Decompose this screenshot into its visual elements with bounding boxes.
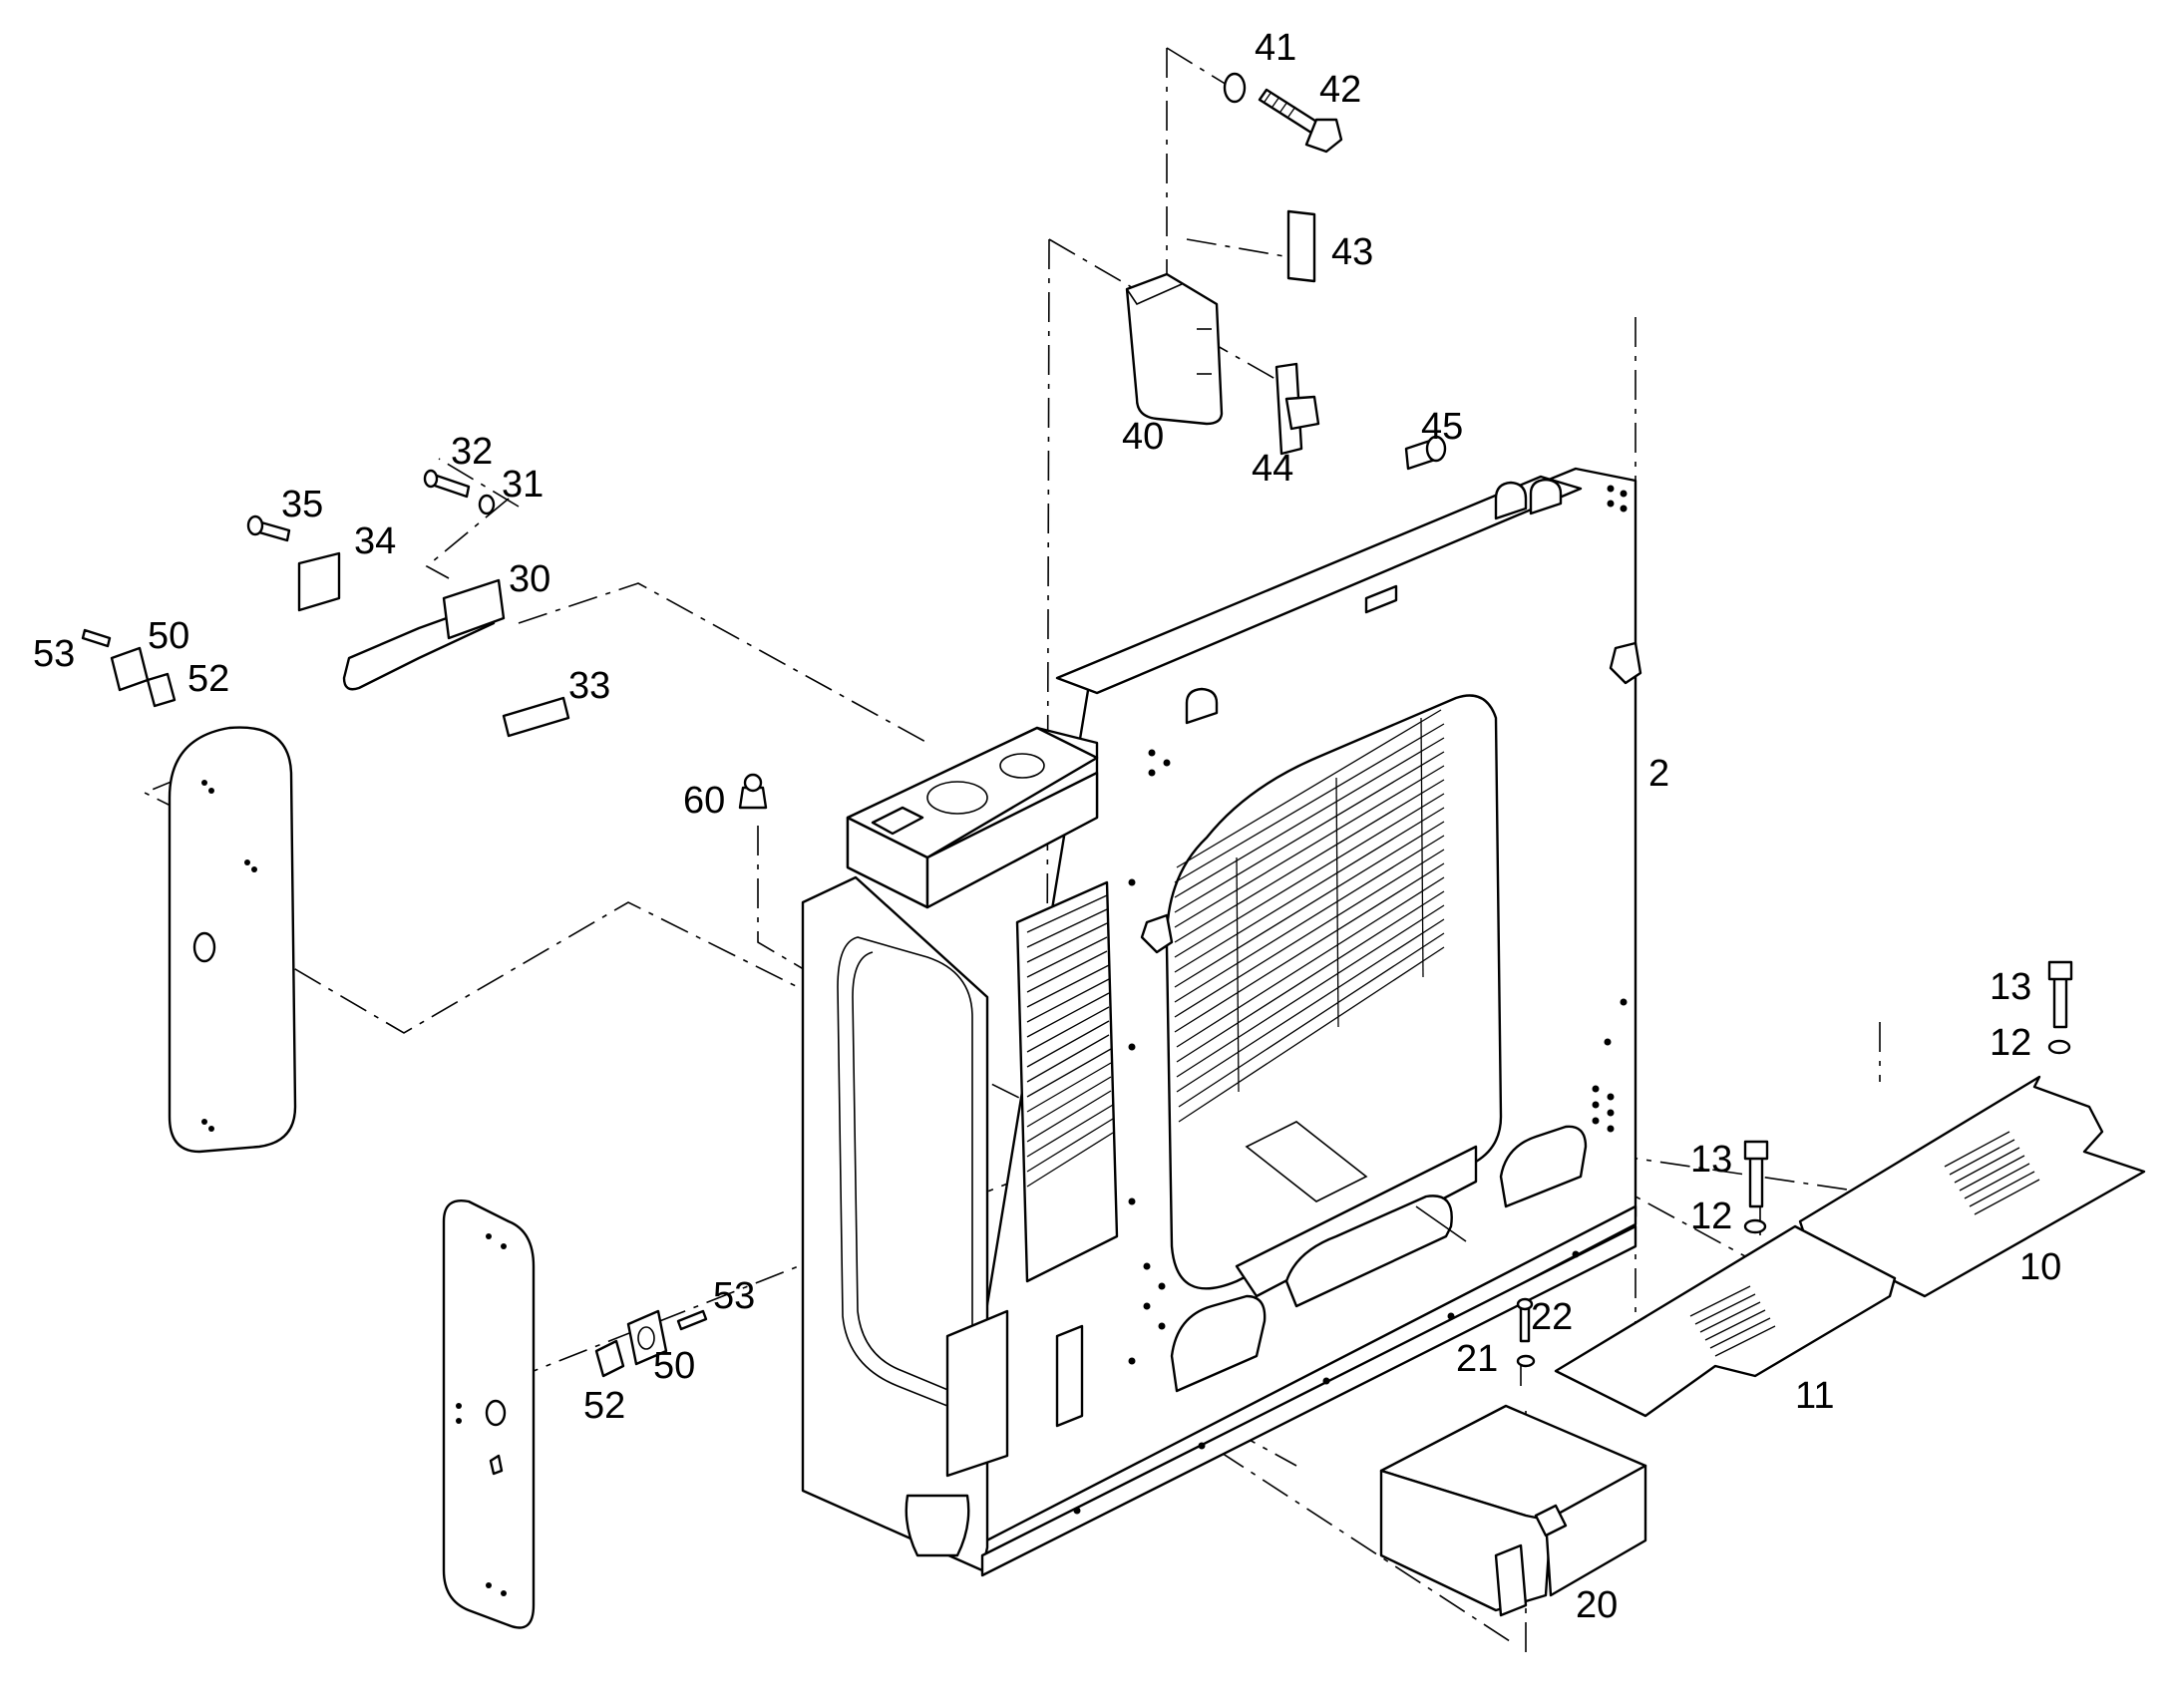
- callout-30: 30: [509, 558, 550, 600]
- callout-12-left: 12: [1690, 1196, 1732, 1237]
- strip-33: [502, 696, 570, 738]
- callout-45: 45: [1421, 406, 1463, 448]
- plate-34: [297, 551, 341, 612]
- bracket-40: [1125, 272, 1224, 426]
- inspection-cover-upper: [81, 628, 297, 1154]
- callout-50-upper: 50: [148, 615, 189, 657]
- callout-53-upper: 53: [33, 633, 75, 675]
- callout-41: 41: [1255, 27, 1296, 69]
- bolts-13-washers-12: [1516, 960, 2073, 1368]
- callout-44: 44: [1252, 448, 1293, 490]
- inspection-cover-lower: [442, 1199, 708, 1629]
- callout-labels: 41 42 43 40 44 45 32 31 35 34 30 33 53 5…: [33, 27, 2061, 1626]
- callout-52-upper: 52: [187, 658, 229, 700]
- callout-43: 43: [1331, 231, 1373, 273]
- bracket-assembly-40: [1125, 72, 1447, 471]
- callout-20: 20: [1576, 1584, 1618, 1626]
- callout-34: 34: [354, 520, 396, 562]
- cover-plate-10: [1798, 1075, 2146, 1298]
- callout-10: 10: [2019, 1246, 2061, 1288]
- callout-60: 60: [683, 780, 725, 822]
- callout-13-right: 13: [1990, 966, 2031, 1008]
- callout-50-lower: 50: [653, 1345, 695, 1387]
- frame-holes: [1073, 485, 1628, 1515]
- cover-plate-11: [1554, 1224, 1897, 1418]
- callout-35: 35: [281, 484, 323, 525]
- callout-33: 33: [568, 665, 610, 707]
- bolt-42: [1258, 88, 1343, 154]
- shim-43: [1286, 209, 1316, 283]
- callout-22: 22: [1531, 1296, 1573, 1338]
- cap-60: [738, 773, 768, 810]
- callout-13-left: 13: [1690, 1139, 1732, 1181]
- radiator-frame: [801, 467, 1642, 1577]
- callout-52-lower: 52: [583, 1385, 625, 1427]
- washer-41: [1223, 72, 1247, 104]
- callout-42: 42: [1319, 69, 1361, 111]
- callout-2: 2: [1648, 753, 1669, 795]
- box-20: [1379, 1404, 1647, 1617]
- callout-21: 21: [1456, 1338, 1498, 1380]
- callout-12-right: 12: [1990, 1022, 2031, 1064]
- bracket-assembly-30: [246, 469, 570, 738]
- washer-31: [478, 494, 496, 515]
- callout-40: 40: [1122, 416, 1164, 458]
- callout-32: 32: [451, 431, 493, 473]
- callout-53-lower: 53: [713, 1275, 755, 1317]
- callout-11: 11: [1795, 1375, 1834, 1417]
- callout-31: 31: [502, 464, 544, 506]
